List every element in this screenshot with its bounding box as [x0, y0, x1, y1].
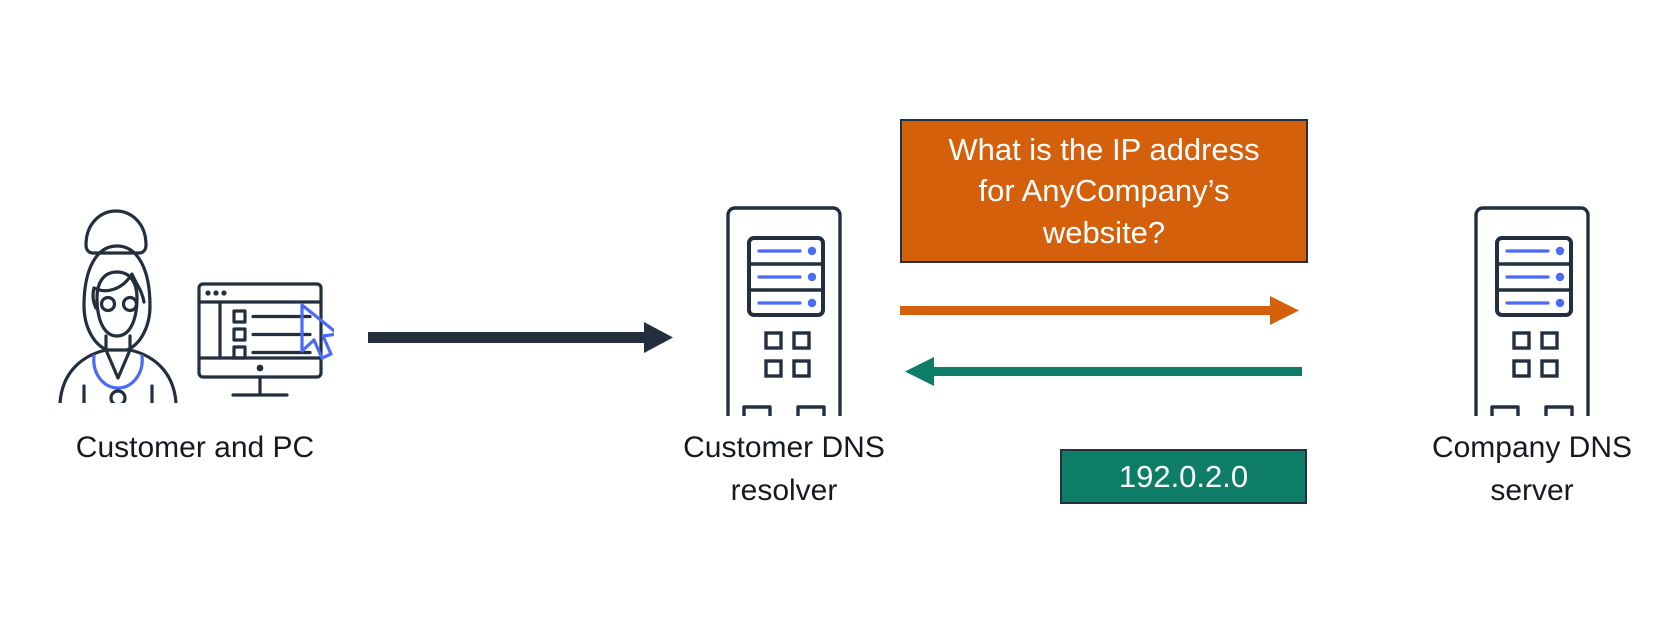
server-tower-illustration	[1474, 206, 1590, 426]
server-vent-squares	[764, 331, 811, 378]
callout-answer: 192.0.2.0	[1060, 449, 1307, 504]
node-label-customer-dns-resolver: Customer DNS resolver	[683, 431, 885, 507]
node-label-customer-and-pc: Customer and PC	[75, 431, 315, 464]
server-vent-squares	[1512, 331, 1559, 378]
customer-dns-resolver-icon	[716, 200, 852, 426]
callout-question: What is the IP address for AnyCompany’s …	[900, 119, 1308, 263]
rack-indicator-lines	[1505, 249, 1550, 305]
customer-and-pc-icon	[44, 198, 340, 407]
node-label-company-dns-server: Company DNS server	[1431, 431, 1633, 507]
rack-indicator-dots	[1555, 246, 1565, 308]
arrow-resolver-to-company	[900, 296, 1299, 325]
mouse-cursor-icon	[300, 303, 340, 360]
customer-and-pc-illustration	[58, 209, 340, 407]
company-dns-server-icon	[1464, 200, 1600, 426]
rack-indicator-lines	[757, 249, 802, 305]
server-tower-illustration	[726, 206, 842, 426]
rack-indicator-dots	[807, 246, 817, 308]
arrow-company-to-resolver	[905, 357, 1302, 386]
arrow-customer-to-resolver	[368, 322, 673, 353]
